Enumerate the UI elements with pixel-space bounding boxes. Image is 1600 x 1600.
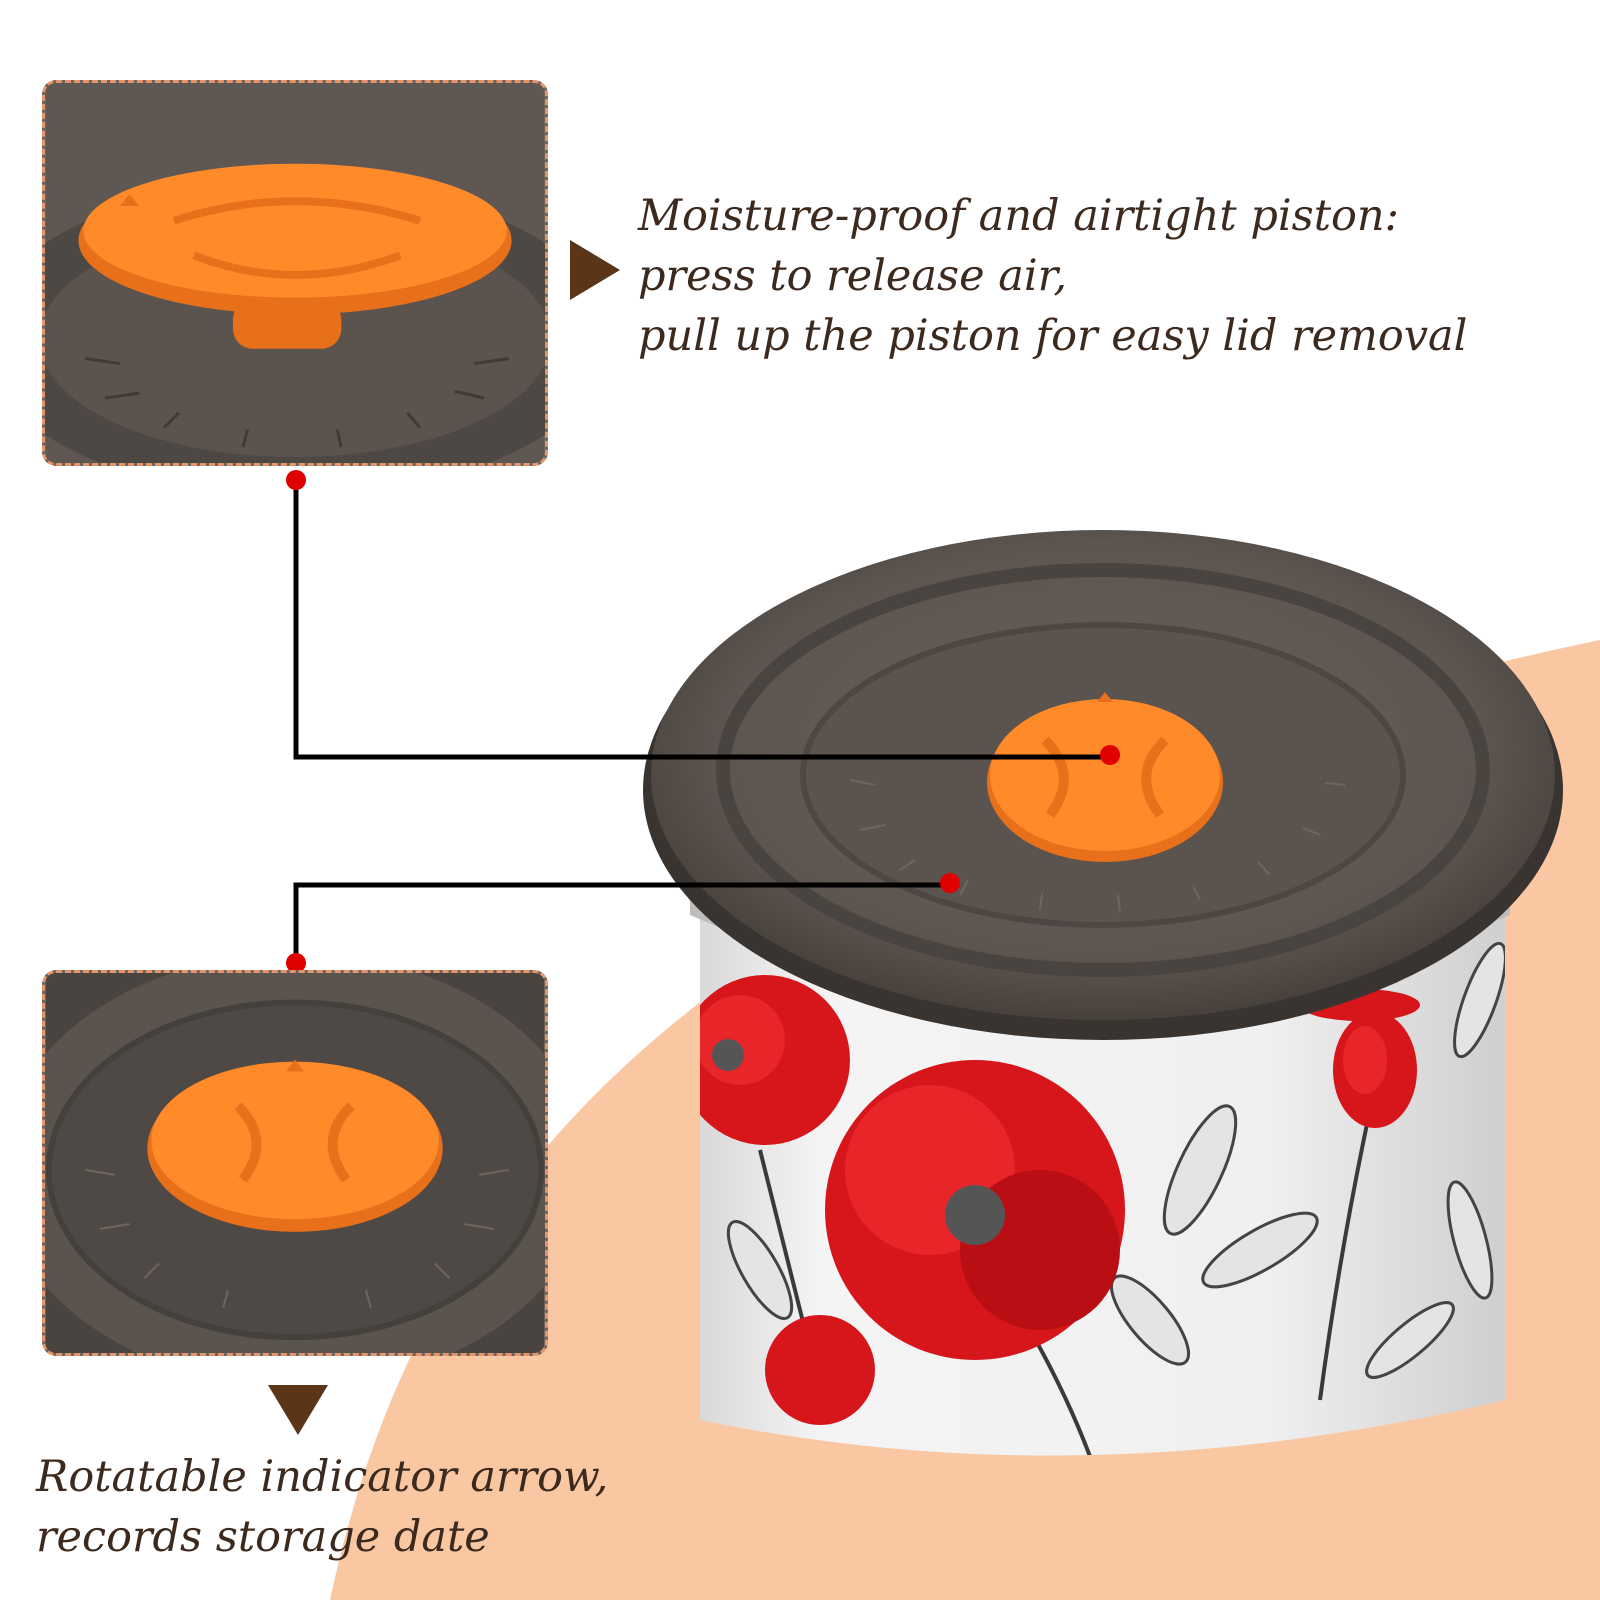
caption-line: Rotatable indicator arrow,: [36, 1452, 609, 1502]
triangle-down-icon: [268, 1385, 328, 1435]
piston-closeup-inset: [42, 80, 548, 466]
dial-ticks: [849, 779, 1346, 913]
caption-line: records storage date: [36, 1512, 490, 1562]
indicator-dial-closeup-inset: [42, 970, 548, 1356]
piston-closeup-image: [45, 83, 545, 463]
triangle-right-icon: [570, 240, 620, 300]
rose-pattern: [700, 941, 1505, 1456]
indicator-feature-caption: Rotatable indicator arrow, records stora…: [36, 1447, 608, 1567]
indicator-dial-closeup-image: [45, 973, 545, 1353]
caption-line: pull up the piston for easy lid removal: [638, 311, 1468, 361]
caption-line: Moisture-proof and airtight piston:: [638, 191, 1400, 241]
piston-feature-caption: Moisture-proof and airtight piston: pres…: [638, 186, 1467, 366]
caption-line: press to release air,: [638, 251, 1068, 301]
